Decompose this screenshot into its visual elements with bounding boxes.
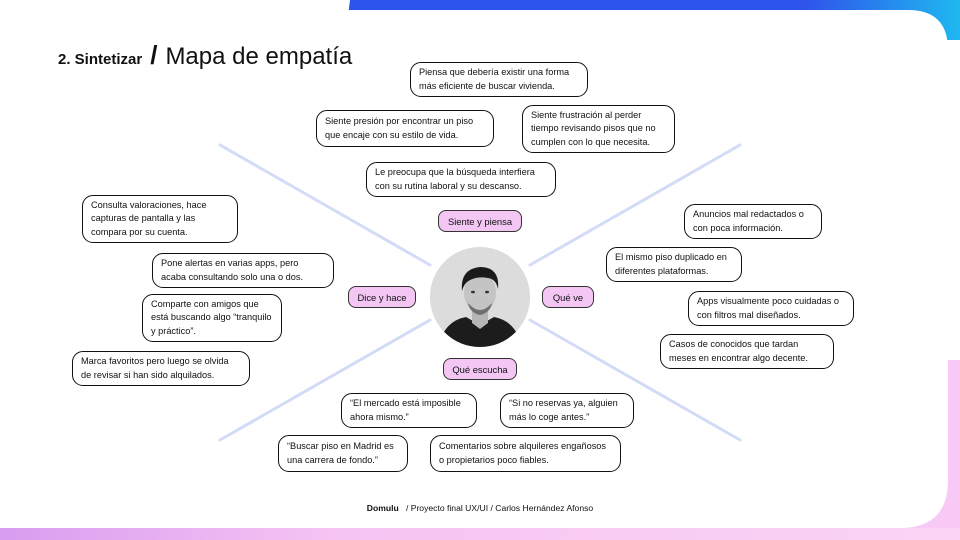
- bubble-buscar-madrid: “Buscar piso en Madrid es una carrera de…: [278, 435, 408, 472]
- tag-que-ve: Qué ve: [542, 286, 594, 308]
- bubble-piso-duplicado: El mismo piso duplicado en diferentes pl…: [606, 247, 742, 282]
- bubble-apps-visual: Apps visualmente poco cuidadas o con fil…: [688, 291, 854, 326]
- guide-line-bottom-left: [218, 318, 432, 442]
- bubble-piensa-forma: Piensa que debería existir una forma más…: [410, 62, 588, 97]
- tag-dice-y-hace: Dice y hace: [348, 286, 416, 308]
- guide-line-top-left: [218, 143, 432, 267]
- section-label: 2. Sintetizar: [58, 51, 143, 68]
- bubble-mercado-imposible: “El mercado está imposible ahora mismo.”: [341, 393, 477, 428]
- bottom-accent-band: [0, 528, 960, 540]
- footer-credits: Domulu / Proyecto final UX/UI / Carlos H…: [0, 503, 960, 513]
- footer-author: Carlos Hernández Afonso: [495, 503, 594, 513]
- tag-que-escucha: Qué escucha: [443, 358, 517, 380]
- tag-siente-y-piensa: Siente y piensa: [438, 210, 522, 232]
- guide-line-bottom-right: [528, 318, 742, 442]
- bubble-siente-frustracion: Siente frustración al perder tiempo revi…: [522, 105, 675, 153]
- bubble-casos-conocidos: Casos de conocidos que tardan meses en e…: [660, 334, 834, 369]
- persona-avatar: [430, 247, 530, 347]
- bubble-no-reservas: “Si no reservas ya, alguien más lo coge …: [500, 393, 634, 428]
- bubble-preocupa-busqueda: Le preocupa que la búsqueda interfiera c…: [366, 162, 556, 197]
- footer-brand: Domulu: [366, 503, 399, 513]
- bubble-marca-favoritos: Marca favoritos pero luego se olvida de …: [72, 351, 250, 386]
- title-divider: /: [150, 40, 158, 70]
- footer-project: / Proyecto final UX/UI /: [405, 503, 493, 513]
- bubble-siente-presion: Siente presión por encontrar un piso que…: [316, 110, 494, 147]
- persona-portrait-icon: [430, 247, 530, 347]
- bubble-comentarios-alquileres: Comentarios sobre alquileres engañosos o…: [430, 435, 621, 472]
- section-title: Mapa de empatía: [165, 43, 353, 70]
- guide-line-top-right: [528, 143, 742, 267]
- bubble-anuncios-mal: Anuncios mal redactados o con poca infor…: [684, 204, 822, 239]
- bubble-pone-alertas: Pone alertas en varias apps, pero acaba …: [152, 253, 334, 288]
- bubble-comparte-amigos: Comparte con amigos que está buscando al…: [142, 294, 282, 342]
- bubble-consulta-valoraciones: Consulta valoraciones, hace capturas de …: [82, 195, 238, 243]
- page-title: 2. Sintetizar / Mapa de empatía: [58, 40, 352, 71]
